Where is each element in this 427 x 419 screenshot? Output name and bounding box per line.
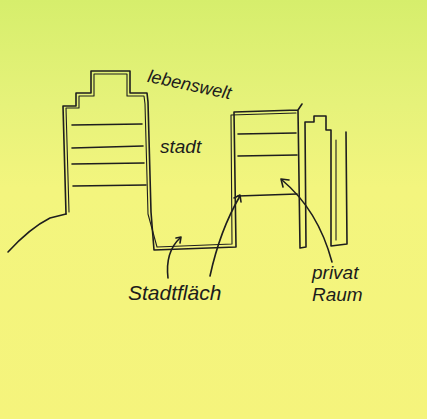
leader-head <box>234 195 241 202</box>
handwritten-label: stadt <box>160 136 201 158</box>
floor-line <box>72 124 142 125</box>
leader-head <box>176 237 181 243</box>
floor-line <box>238 155 297 156</box>
floor-line <box>238 133 296 134</box>
handwritten-label: privat Raum <box>312 262 382 306</box>
floor-line <box>73 185 146 186</box>
leader-line <box>210 196 240 276</box>
wall-line <box>335 140 336 240</box>
handwritten-label: lebenswelt <box>146 66 234 104</box>
handwritten-label: Stadtfläch <box>128 281 221 305</box>
leader-line <box>168 238 181 278</box>
floor-line <box>238 194 297 196</box>
leader-line <box>282 180 332 262</box>
ground-line <box>8 214 66 252</box>
floor-line <box>72 163 144 164</box>
city-outline-retrace <box>66 74 296 247</box>
floor-line <box>72 146 143 148</box>
leader-head <box>281 179 289 187</box>
